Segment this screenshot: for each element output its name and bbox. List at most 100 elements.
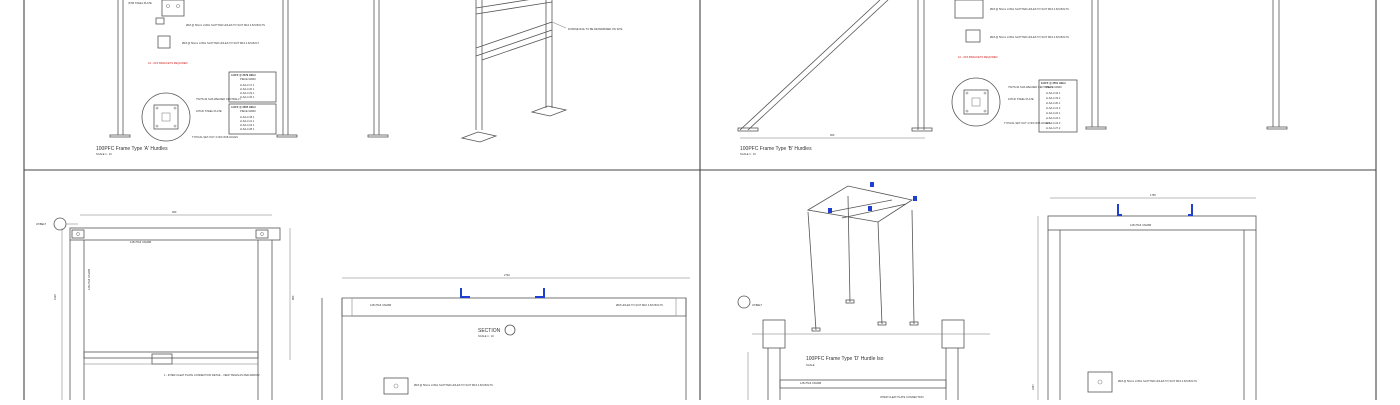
drawing-linework bbox=[69, 227, 281, 241]
drawing-label: TYPICAL SET-OUT 4 OFF Ø18 HOLES bbox=[192, 135, 238, 139]
piece-mark-table-1: 4-OFF @ 2379 HIGH PIECE MARK H-SA-3.17.1… bbox=[228, 71, 277, 103]
drawing-linework bbox=[71, 229, 85, 239]
drawing-label: 1750 bbox=[1150, 193, 1156, 197]
panel-b-scale: SCALE 1 : 10 bbox=[740, 152, 756, 156]
drawing-linework bbox=[1266, 126, 1288, 130]
panel-type-a: ISTM STEEL PLATE Ø18 @ 50mm LONG SLOTTED… bbox=[96, 0, 623, 156]
drawing-linework bbox=[847, 195, 851, 303]
drawing-label: H-SA-3.20.1 bbox=[240, 87, 255, 91]
drawing-label: H-SA-3.22.1 bbox=[1046, 111, 1061, 115]
drawing-label: 10THK STEEL PLATE bbox=[1008, 97, 1034, 101]
drawing-linework bbox=[951, 77, 1001, 127]
drawing-label: Ø18 @ 50mm LONG SLOTTED HOLES TO SUIT M1… bbox=[186, 23, 265, 27]
drawing-linework bbox=[747, 0, 889, 131]
panel-grid bbox=[23, 0, 1377, 400]
drawing-linework bbox=[173, 106, 177, 110]
drawing-linework bbox=[965, 29, 981, 43]
drawing-linework bbox=[811, 327, 821, 332]
drawing-linework bbox=[155, 106, 159, 110]
panel-a-title: 100PFC Frame Type 'A' Hurdles bbox=[96, 146, 168, 152]
drawing-linework bbox=[1117, 204, 1122, 216]
drawing-label: H-SA-3.23.1 bbox=[240, 91, 255, 95]
drawing-linework bbox=[153, 104, 179, 130]
drawing-label: H-SA-3.27.2 bbox=[1046, 126, 1061, 130]
drawing-linework bbox=[228, 71, 277, 103]
drawing-linework bbox=[504, 324, 516, 336]
drawing-linework bbox=[367, 134, 389, 138]
drawing-linework bbox=[983, 91, 987, 95]
drawing-linework bbox=[1188, 204, 1193, 216]
drawing-label: H-SA-3.19.2 bbox=[1046, 96, 1061, 100]
drawing-label: 4-OFF @ 2655 HIGH bbox=[231, 105, 256, 109]
drawing-label: SCALE 1 : 10 bbox=[478, 334, 494, 338]
drawing-label: H-SA-3.24.2 bbox=[1046, 121, 1061, 125]
drawing-label: 8-OFF @ 2551 HIGH bbox=[1041, 81, 1066, 85]
drawing-linework bbox=[954, 0, 984, 19]
drawing-label: SCALE bbox=[806, 363, 815, 367]
drawing-linework bbox=[877, 321, 887, 326]
drawing-linework bbox=[341, 297, 353, 317]
drawing-linework bbox=[1085, 126, 1107, 130]
drawing-label: PIECE MARK bbox=[1046, 85, 1062, 89]
drawing-linework bbox=[965, 91, 969, 95]
drawing-linework bbox=[393, 383, 399, 389]
drawing-label: 16 - OFF BRACKETS REQUIRED bbox=[958, 55, 998, 59]
drawing-linework bbox=[737, 127, 759, 132]
drawing-linework bbox=[383, 377, 409, 395]
drawing-linework bbox=[1047, 215, 1257, 231]
drawing-linework bbox=[675, 297, 687, 317]
drawing-label: INTER CLEAT PLATE CONNECTION bbox=[880, 395, 924, 399]
drawing-label: 10THK STEEL PLATE bbox=[196, 109, 222, 113]
drawing-linework bbox=[877, 221, 883, 325]
drawing-label: Ø18 @ 50mm LONG SLOTTED HOLES TO SUIT M1… bbox=[990, 7, 1069, 11]
drawing-linework bbox=[829, 199, 907, 219]
panel-d-title: 100PFC Frame Type 'D' Hurdle Iso bbox=[806, 356, 884, 362]
plate-detail-circle bbox=[141, 92, 191, 142]
drawing-linework bbox=[475, 21, 553, 61]
drawing-linework bbox=[166, 4, 170, 8]
drawing-label: SECTION bbox=[478, 328, 501, 334]
iso-top-frame bbox=[806, 185, 914, 223]
drawing-label: 1 - INTER CLEAT PLATE CONNECTION DETAIL … bbox=[164, 373, 260, 377]
drawing-linework bbox=[276, 134, 298, 138]
drawing-label: 125x75x6 UNHSB bbox=[1130, 223, 1151, 227]
drawing-label: 2740 bbox=[504, 273, 510, 277]
drawing-linework bbox=[76, 232, 80, 236]
drawing-label: H-SA-3.17.1 bbox=[240, 83, 255, 87]
drawing-linework bbox=[83, 351, 259, 359]
drawing-label: TYPICAL SET-OUT 4 OFF Ø18 HOLES bbox=[1004, 121, 1050, 125]
drawing-linework bbox=[530, 105, 568, 117]
drawing-label: 960 bbox=[830, 133, 835, 137]
drawing-linework bbox=[1097, 379, 1103, 385]
callout-bubble bbox=[53, 217, 67, 231]
drawing-linework bbox=[260, 232, 264, 236]
drawing-linework bbox=[983, 109, 987, 113]
drawing-linework bbox=[551, 21, 567, 29]
bracket-marker bbox=[913, 196, 917, 201]
drawing-label: 125x75x6 UNHSB bbox=[130, 240, 151, 244]
drawing-label: H-SA-3.21.1 bbox=[240, 119, 255, 123]
drawing-linework bbox=[1038, 79, 1078, 133]
drawing-label: 1920 bbox=[53, 294, 57, 300]
drawing-label: H-SA-3.28.1 bbox=[240, 127, 255, 131]
drawing-linework bbox=[475, 0, 553, 15]
drawing-linework bbox=[909, 321, 919, 326]
drawing-label: H-SA-3.16.1 bbox=[1046, 91, 1061, 95]
drawing-linework bbox=[228, 103, 277, 135]
panel-type-b: 960 Ø18 @ 50mm LONG SLOTTED HOLES TO SUI… bbox=[737, 0, 1288, 156]
drawing-linework bbox=[255, 229, 269, 239]
drawing-linework bbox=[911, 209, 915, 325]
iso-base-plate bbox=[460, 131, 498, 143]
drawing-label: 75x75x10 SHS WELDED CENTRALLY bbox=[196, 97, 241, 101]
bracket-marker bbox=[535, 288, 545, 298]
drawing-label: 960 bbox=[172, 210, 177, 214]
drawing-linework bbox=[176, 4, 180, 8]
drawing-linework bbox=[161, 112, 171, 122]
panel-b-title: 100PFC Frame Type 'B' Hurdles bbox=[740, 146, 812, 152]
drawing-label: PIECE MARK bbox=[240, 109, 256, 113]
drawing-linework bbox=[963, 89, 989, 115]
drawing-linework bbox=[155, 17, 165, 25]
drawing-linework bbox=[151, 353, 173, 365]
drawing-label: 125x75x6 UNHSB bbox=[87, 269, 91, 290]
